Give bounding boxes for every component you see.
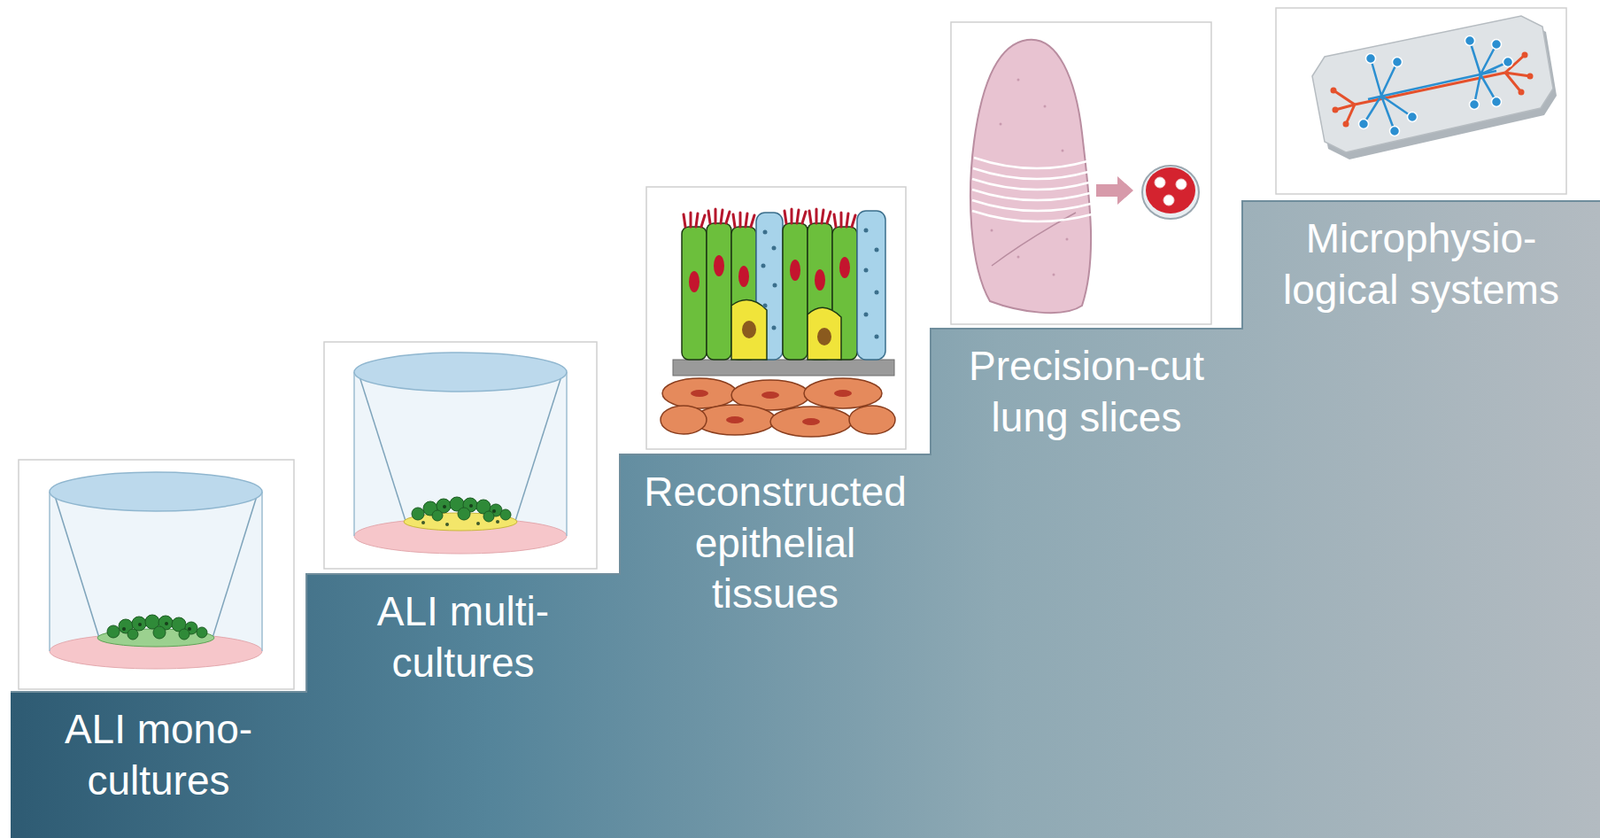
step-label: Microphysio- logical systems	[1251, 213, 1592, 316]
epithelium-illustration	[646, 186, 906, 449]
step-label: Precision-cut lung slices	[939, 340, 1234, 443]
step-label: ALI mono- cultures	[19, 703, 298, 806]
stair-step: ALI mono- cultures	[10, 691, 307, 838]
step-label: Reconstructed epithelial tissues	[628, 466, 922, 620]
organ-chip-illustration	[1275, 7, 1567, 194]
staircase	[10, 200, 1600, 838]
step-label: ALI multi- cultures	[315, 586, 611, 688]
stair-step: Precision-cut lung slices	[930, 328, 1243, 838]
lung-slice-illustration	[950, 22, 1212, 325]
multiculture-insert	[324, 341, 597, 569]
monoculture-insert	[18, 459, 294, 689]
stair-step: Microphysio- logical systems	[1242, 200, 1600, 838]
stair-step: Reconstructed epithelial tissues	[619, 454, 931, 838]
stair-step: ALI multi- cultures	[306, 573, 620, 838]
